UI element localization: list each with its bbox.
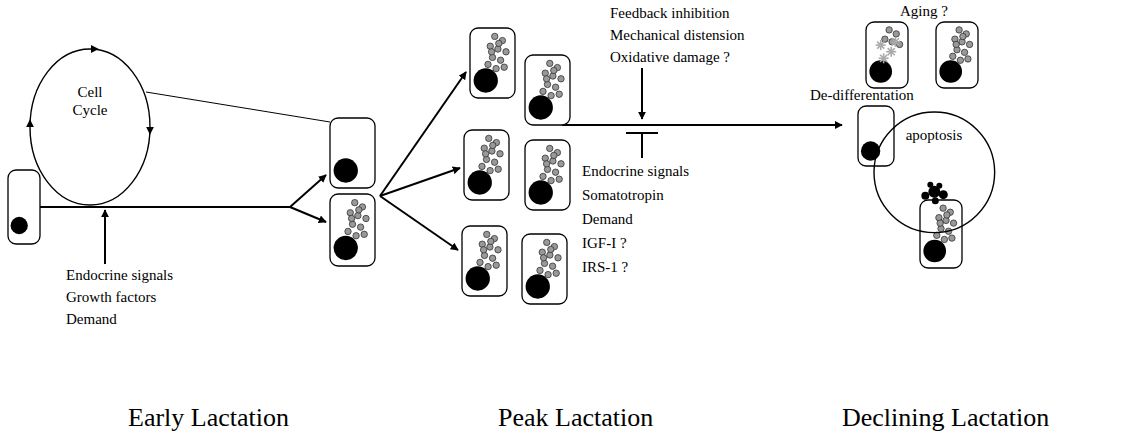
inhibitor-bar (626, 132, 658, 134)
epithelial-cell (8, 170, 40, 244)
apoptotic-fragments (921, 182, 948, 205)
support-label: Somatotropin (582, 186, 664, 204)
stimulus-label: Growth factors (66, 288, 156, 306)
epithelial-cell (936, 22, 978, 88)
aging-label: Aging ? (900, 2, 948, 20)
stage-title: Declining Lactation (842, 402, 1049, 433)
stimulus-label: Endocrine signals (66, 266, 173, 284)
promoter-arrow (641, 68, 643, 119)
epithelial-cell (525, 140, 570, 210)
fork-arrow (290, 175, 326, 207)
stage-title: Peak Lactation (498, 402, 653, 433)
epithelial-cell (462, 226, 507, 296)
support-label: Endocrine signals (582, 162, 689, 180)
epithelial-cell (330, 194, 375, 266)
decline-arrow (562, 124, 842, 126)
epithelial-cell (464, 130, 509, 200)
node-label: apoptosis (874, 126, 995, 144)
outline-shape (30, 49, 150, 205)
stage-title: Early Lactation (128, 402, 289, 433)
epithelial-cell (522, 234, 567, 304)
fan-arrow (380, 196, 458, 250)
support-label: IGF-I ? (582, 234, 627, 252)
cells (8, 22, 978, 304)
node-label: Cell Cycle (60, 83, 120, 119)
inhibitor-stem (641, 133, 643, 158)
outline-shape (874, 112, 995, 233)
fan-arrow (380, 168, 460, 196)
epithelial-cell (525, 55, 570, 125)
epithelial-cell (330, 118, 375, 188)
inhibitor-label: Oxidative damage ? (610, 48, 730, 66)
support-label: Demand (582, 210, 633, 228)
cell-cycle-circle: Cell Cycle (30, 49, 150, 205)
inhibitor-label: Feedback inhibition (610, 4, 730, 22)
cycle-link-line (146, 92, 330, 122)
dedifferentiation-label: De-differentation (810, 86, 914, 104)
epithelial-cell (920, 200, 962, 268)
node-outline (30, 49, 150, 205)
progression-line (38, 206, 290, 208)
epithelial-cell (866, 22, 908, 88)
fan-arrow (380, 72, 466, 196)
fork-arrow (290, 207, 326, 222)
inhibitor-label: Mechanical distension (610, 26, 745, 44)
stimulus-arrow (104, 210, 106, 264)
apoptosis-circle: apoptosis (874, 112, 995, 233)
support-label: IRS-1 ? (582, 258, 628, 276)
stimulus-label: Demand (66, 310, 117, 328)
epithelial-cell (470, 28, 515, 98)
